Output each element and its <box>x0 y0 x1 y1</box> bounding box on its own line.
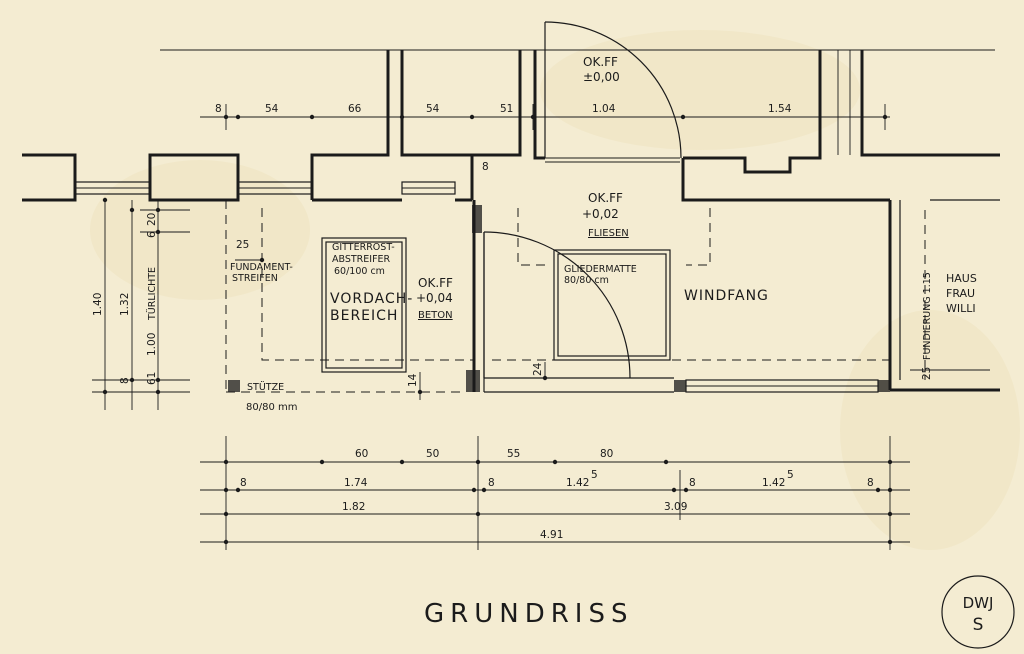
stuetze-line2: 80/80 mm <box>246 402 297 413</box>
dim-top-154: 1.54 <box>768 103 792 115</box>
wall-hatch <box>466 370 480 392</box>
wall-pillar-1 <box>310 50 390 200</box>
paper-stain <box>540 30 860 150</box>
dim-b1-80: 80 <box>600 448 613 460</box>
wall-door-jamb-left <box>533 50 545 160</box>
dim-top-104: 1.04 <box>592 103 616 115</box>
wall-left-block <box>22 153 77 202</box>
plan-title: GRUNDRISS <box>424 599 633 629</box>
dim-b2-174: 1.74 <box>344 477 368 489</box>
window-frames <box>74 181 456 195</box>
windfang-outline <box>686 208 711 266</box>
wall-niche <box>683 50 822 174</box>
dimension-ticks <box>102 114 893 545</box>
wall-pillar-2 <box>400 50 474 200</box>
vordach-name-1: VORDACH- <box>330 291 413 307</box>
vordach-level-value: +0,04 <box>416 291 453 305</box>
entry-level-value: ±0,00 <box>583 70 620 84</box>
dim-left-100: 1.00 <box>146 333 158 356</box>
wall-pillar-3 <box>472 50 522 157</box>
dim-b2-8b: 8 <box>488 477 495 489</box>
walls <box>22 49 1000 393</box>
windfang-material: FLIESEN <box>588 228 629 239</box>
dim-b4-491: 4.91 <box>540 529 563 541</box>
dim-left-61: 61 <box>146 372 158 385</box>
fundament-line1: FUNDAMENT- <box>230 262 293 273</box>
dim-b1-50: 50 <box>426 448 439 460</box>
stuetze-column <box>228 380 240 392</box>
dim-fundierung-25: 25 <box>921 367 933 380</box>
dim-left-6: 6 <box>146 231 158 238</box>
entry-door-swing <box>544 21 682 159</box>
dim-left-132: 1.32 <box>119 293 131 316</box>
glass-post <box>674 380 686 392</box>
dim-b1-55: 55 <box>507 448 520 460</box>
fundierung-label: FUNDIERUNG 1.15 <box>922 272 933 360</box>
inner-door-swing <box>483 231 631 379</box>
gliedermatte-line2: 80/80 cm <box>564 275 609 286</box>
haus-line1: HAUS <box>946 272 977 285</box>
stamp-line2: S <box>973 615 984 635</box>
dim-b2-8a: 8 <box>240 477 247 489</box>
dim-b1-60: 60 <box>355 448 368 460</box>
windfang-level-value: +0,02 <box>582 207 619 221</box>
vordach-name-2: BEREICH <box>330 308 398 324</box>
tuerlichte-label: TÜRLICHTE <box>147 267 158 321</box>
dim-b3-182: 1.82 <box>342 501 365 513</box>
haus-line2: FRAU <box>946 287 975 300</box>
windfang-name: WINDFANG <box>684 288 769 304</box>
dim-top-54b: 54 <box>426 103 440 115</box>
dim-top-66: 66 <box>348 103 362 115</box>
dim-b2-8c: 8 <box>689 477 696 489</box>
gitterrost-line2: ABSTREIFER <box>332 254 391 265</box>
gitterrost-line1: GITTERROST- <box>332 242 395 253</box>
dim-stuetze-14: 14 <box>407 373 419 387</box>
gliedermatte-line1: GLIEDERMATTE <box>564 264 637 275</box>
dim-side-25: 25 <box>236 239 249 251</box>
dim-left-20: 20 <box>146 213 158 226</box>
stamp-circle <box>941 575 1015 649</box>
dim-b2-142b: 1.42 <box>762 477 785 489</box>
dim-top-54: 54 <box>265 103 279 115</box>
dim-b2-142a-sup: 5 <box>591 469 598 481</box>
windfang-outline <box>517 208 545 266</box>
dim-b2-142b-sup: 5 <box>787 469 794 481</box>
dim-small-8: 8 <box>482 161 489 173</box>
dim-b3-309: 3.09 <box>664 501 687 513</box>
glass-post <box>878 380 890 392</box>
stamp-line1: DWJ <box>963 594 994 612</box>
dim-windfang-24: 24 <box>532 362 544 376</box>
gliedermatte-mat <box>553 249 671 361</box>
wall-windfang-top <box>681 158 890 202</box>
stuetze-line1: STÜTZE <box>247 382 284 393</box>
wall-right-pillar <box>860 50 1000 157</box>
gitterrost-mat-inner <box>325 241 403 369</box>
vordach-material: BETON <box>418 310 453 321</box>
haus-line3: WILLI <box>946 302 976 315</box>
gitterrost-line3: 60/100 cm <box>334 266 385 277</box>
vordach-level-label: OK.FF <box>418 276 453 290</box>
dim-b2-8d: 8 <box>867 477 874 489</box>
gitterrost-mat <box>321 237 407 373</box>
fundament-line2: STREIFEN <box>232 273 278 284</box>
entry-level-label: OK.FF <box>583 55 618 69</box>
doors <box>483 21 682 379</box>
paper-stain <box>90 160 310 300</box>
gliedermatte-mat-inner <box>557 253 667 357</box>
dim-top-8: 8 <box>215 103 222 115</box>
wall-hatch <box>472 205 482 233</box>
dim-top-51: 51 <box>500 103 513 115</box>
dim-left-140: 1.40 <box>92 293 104 316</box>
dim-left-8: 8 <box>119 377 131 384</box>
windfang-level-label: OK.FF <box>588 191 623 205</box>
dim-b2-142a: 1.42 <box>566 477 589 489</box>
